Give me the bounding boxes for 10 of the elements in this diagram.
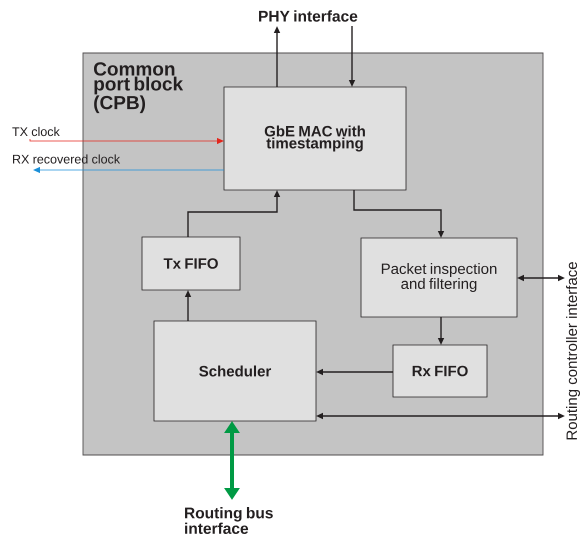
interface-label: Routing controller interface xyxy=(566,262,580,440)
process-box: Tx FIFO xyxy=(142,236,240,290)
process-box: Packet inspection and filtering xyxy=(360,238,518,318)
interface-label: TX clock xyxy=(12,126,60,136)
process-box: GbE MAC with timestamping xyxy=(224,86,406,190)
process-box: Scheduler xyxy=(154,320,316,422)
interface-label: Routing bus interface xyxy=(185,507,273,534)
interface-label: PHY interface xyxy=(259,10,358,22)
process-box: Rx FIFO xyxy=(392,344,488,398)
block-title: Common port block (CPB) xyxy=(94,62,184,114)
